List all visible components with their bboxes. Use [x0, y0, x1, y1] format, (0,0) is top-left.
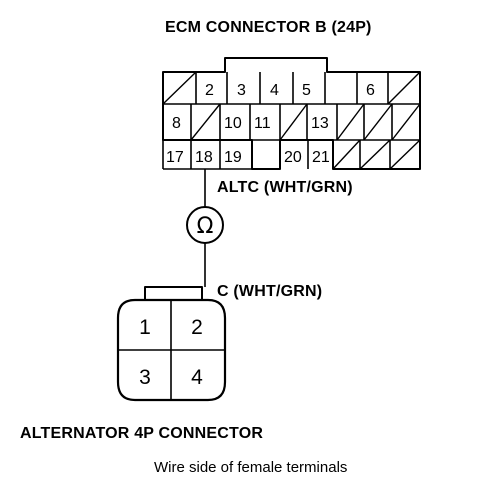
terminal-10: 10: [224, 115, 242, 132]
ecm-terminal-labels: 2 3 4 5 6 8 10 11 13 17 18 19 20 21: [166, 82, 375, 166]
alternator-connector-latch: [144, 286, 203, 300]
alternator-connector-outline: [116, 298, 227, 402]
terminal-17: 17: [166, 149, 184, 166]
alternator-terminal-2: 2: [191, 316, 203, 339]
terminal-11: 11: [254, 115, 271, 132]
terminal-18: 18: [195, 149, 213, 166]
terminal-5: 5: [302, 82, 311, 99]
alternator-connector-title: ALTERNATOR 4P CONNECTOR: [20, 425, 264, 442]
terminal-6: 6: [366, 82, 375, 99]
terminal-13: 13: [311, 115, 329, 132]
alternator-terminal-3: 3: [139, 366, 151, 389]
alternator-terminal-4: 4: [191, 366, 203, 389]
alternator-terminal-1: 1: [139, 316, 151, 339]
terminal-8: 8: [172, 115, 181, 132]
ecm-connector-grid: [162, 72, 420, 170]
terminal-21: 21: [312, 149, 330, 166]
wire-side-note: Wire side of female terminals: [154, 459, 348, 476]
alternator-terminal-labels: 1 2 3 4: [139, 316, 203, 389]
terminal-20: 20: [284, 149, 302, 166]
terminal-3: 3: [237, 82, 246, 99]
ecm-connector-title: ECM CONNECTOR B (24P): [165, 19, 372, 36]
wire-altc-label: ALTC (WHT/GRN): [217, 179, 353, 196]
terminal-4: 4: [270, 82, 279, 99]
ohm-icon: Ω: [197, 214, 214, 239]
terminal-2: 2: [205, 82, 214, 99]
blank-cavity-marks: [162, 71, 421, 170]
wire-c-label: C (WHT/GRN): [217, 283, 323, 300]
terminal-19: 19: [224, 149, 242, 166]
